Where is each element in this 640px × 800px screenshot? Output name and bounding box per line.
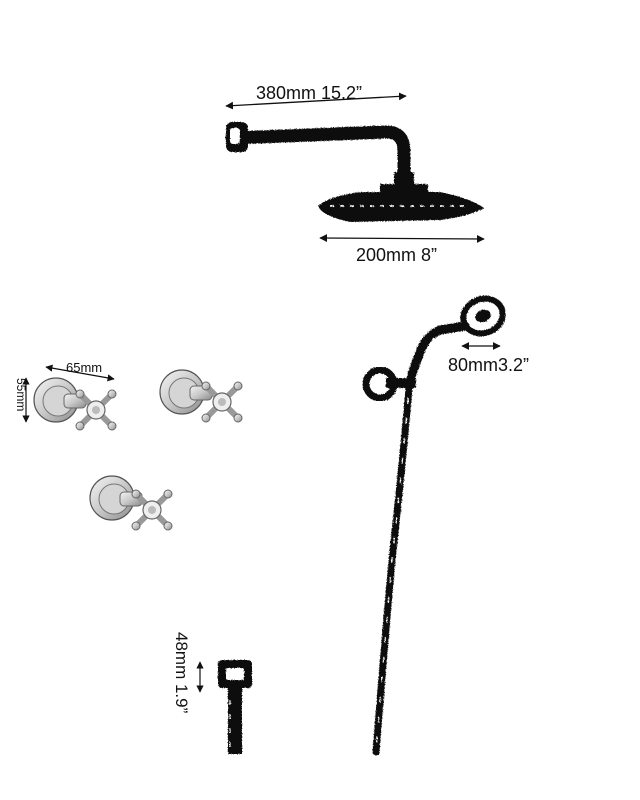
valve-handle xyxy=(33,377,117,431)
valve-handle xyxy=(89,475,173,531)
valve-width-label: 65mm xyxy=(66,360,102,375)
arm-length-dimension: 380mm 15.2” xyxy=(225,83,407,110)
valve-handle xyxy=(159,369,243,423)
elbow-label: 48mm 1.9” xyxy=(172,632,191,714)
head-diameter-label: 200mm 8” xyxy=(356,245,437,265)
shower-arm xyxy=(225,122,414,187)
hand-shower-dimension: 80mm3.2” xyxy=(448,342,529,375)
rain-shower-head xyxy=(318,184,484,222)
elbow-dimension: 48mm 1.9” xyxy=(172,632,204,714)
valve-height-dimension: 55mm xyxy=(14,377,30,423)
head-diameter-dimension: 200mm 8” xyxy=(319,234,485,265)
hand-shower-holder xyxy=(362,366,416,402)
hand-shower-label: 80mm3.2” xyxy=(448,355,529,375)
valve-height-label: 55mm xyxy=(14,378,28,411)
arm-length-label: 380mm 15.2” xyxy=(256,83,362,103)
valve-width-dimension: 65mm xyxy=(45,360,115,382)
wall-elbow-outlet xyxy=(218,660,252,754)
hand-shower xyxy=(372,295,506,756)
